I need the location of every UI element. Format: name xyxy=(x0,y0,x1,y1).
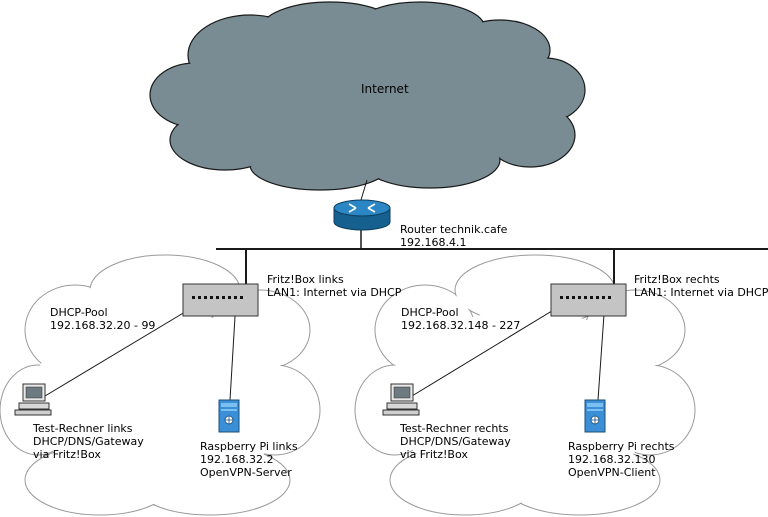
router-icon xyxy=(333,199,391,231)
dhcp-pool-right-range: 192.168.32.148 - 227 xyxy=(401,319,521,332)
router-ip: 192.168.4.1 xyxy=(400,236,467,249)
fritzbox-right-label: Fritz!Box rechts LAN1: Internet via DHCP xyxy=(634,273,768,299)
fritzbox-left-icon xyxy=(182,283,259,317)
fritzbox-left-label: Fritz!Box links LAN1: Internet via DHCP xyxy=(267,273,401,299)
test-pc-right-via: via Fritz!Box xyxy=(400,448,468,461)
test-pc-left-role: DHCP/DNS/Gateway xyxy=(33,435,144,448)
internet-label: Internet xyxy=(361,82,409,96)
raspberry-right-label: Raspberry Pi rechts 192.168.32.130 OpenV… xyxy=(568,440,675,479)
lan-cloud-left xyxy=(0,254,321,516)
dhcp-pool-right-title: DHCP-Pool xyxy=(401,306,459,319)
raspberry-right-server-icon xyxy=(584,399,606,433)
test-pc-right-icon xyxy=(382,383,420,416)
test-pc-left-name: Test-Rechner links xyxy=(33,422,133,435)
dhcp-pool-left-label: DHCP-Pool 192.168.32.20 - 99 xyxy=(50,306,155,332)
link-internet-router xyxy=(360,179,368,201)
raspberry-left-name: Raspberry Pi links xyxy=(200,440,298,453)
raspberry-right-role: OpenVPN-Client xyxy=(568,466,656,479)
test-pc-left-via: via Fritz!Box xyxy=(33,448,101,461)
link-fritzbox-right-raspberry xyxy=(597,299,606,401)
router-name: Router technik.cafe xyxy=(400,223,508,236)
dhcp-pool-left-range: 192.168.32.20 - 99 xyxy=(50,319,156,332)
link-fritzbox-left-raspberry xyxy=(229,299,237,401)
fritzbox-right-icon xyxy=(550,283,627,317)
test-pc-right-label: Test-Rechner rechts DHCP/DNS/Gateway via… xyxy=(400,422,511,461)
link-fritzbox-right-pc xyxy=(411,302,566,397)
fritzbox-left-name: Fritz!Box links xyxy=(267,273,344,286)
raspberry-left-server-icon xyxy=(218,399,240,433)
router-label: Router technik.cafe 192.168.4.1 xyxy=(400,223,507,249)
raspberry-right-name: Raspberry Pi rechts xyxy=(568,440,675,453)
fritzbox-left-lan: LAN1: Internet via DHCP xyxy=(267,286,402,299)
test-pc-right-name: Test-Rechner rechts xyxy=(400,422,509,435)
dhcp-pool-left-title: DHCP-Pool xyxy=(50,306,108,319)
internet-cloud xyxy=(149,1,586,191)
fritzbox-right-name: Fritz!Box rechts xyxy=(634,273,720,286)
fritzbox-right-lan: LAN1: Internet via DHCP xyxy=(634,286,768,299)
raspberry-left-label: Raspberry Pi links 192.168.32.2 OpenVPN-… xyxy=(200,440,298,479)
raspberry-left-role: OpenVPN-Server xyxy=(200,466,292,479)
test-pc-right-role: DHCP/DNS/Gateway xyxy=(400,435,511,448)
test-pc-left-icon xyxy=(14,383,52,416)
lan-cloud-right xyxy=(354,254,696,516)
raspberry-right-ip: 192.168.32.130 xyxy=(568,453,656,466)
link-fritzbox-left-pc xyxy=(44,302,201,397)
test-pc-left-label: Test-Rechner links DHCP/DNS/Gateway via … xyxy=(33,422,144,461)
raspberry-left-ip: 192.168.32.2 xyxy=(200,453,274,466)
dhcp-pool-right-label: DHCP-Pool 192.168.32.148 - 227 xyxy=(401,306,520,332)
